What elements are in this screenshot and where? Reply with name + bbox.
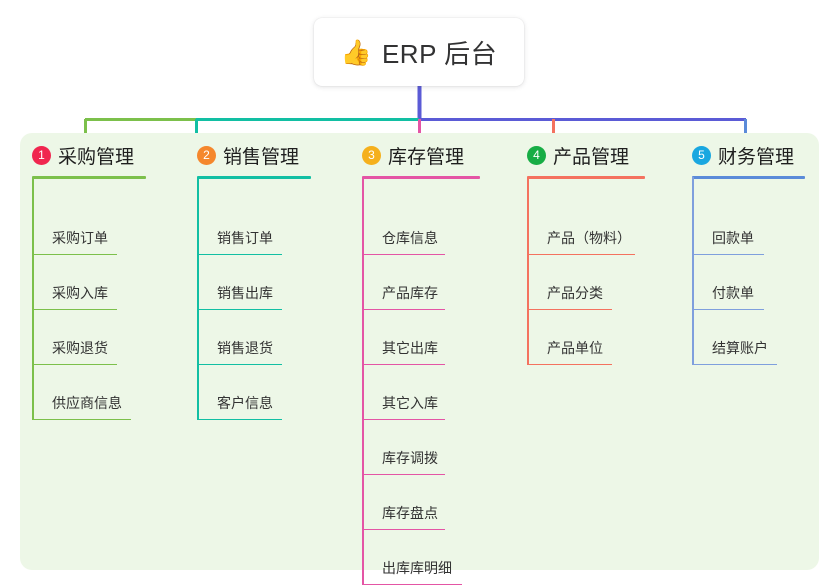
leaf-item[interactable]: 其它入库 bbox=[362, 388, 449, 420]
leaf-item[interactable]: 采购订单 bbox=[32, 223, 121, 255]
leaf-item-label: 销售退货 bbox=[217, 340, 273, 356]
leaf-item-underline bbox=[362, 363, 445, 365]
leaf-item[interactable]: 客户信息 bbox=[197, 388, 286, 420]
leaf-item-label: 供应商信息 bbox=[52, 395, 122, 411]
leaf-item-label: 产品单位 bbox=[547, 340, 603, 356]
leaf-item-label: 客户信息 bbox=[217, 395, 273, 411]
leaf-item-label: 结算账户 bbox=[712, 340, 768, 356]
page-title: ERP 后台 bbox=[381, 38, 498, 69]
leaf-item[interactable]: 产品库存 bbox=[362, 278, 449, 310]
leaf-item-label: 产品分类 bbox=[547, 285, 603, 301]
leaf-item-underline bbox=[197, 363, 282, 365]
column-spine bbox=[197, 177, 199, 420]
leaf-item[interactable]: 销售订单 bbox=[197, 223, 286, 255]
leaf-item-label: 出库库明细 bbox=[382, 560, 452, 576]
column-header-3[interactable]: 3 库存管理 bbox=[362, 142, 464, 169]
leaf-item-label: 销售订单 bbox=[217, 230, 273, 246]
column-underline bbox=[692, 176, 805, 179]
column-header-2[interactable]: 2 销售管理 bbox=[197, 142, 299, 169]
column-underline bbox=[32, 176, 146, 179]
thumbs-up-icon: 👍 bbox=[340, 38, 372, 67]
column-title: 财务管理 bbox=[718, 147, 795, 168]
leaf-item-underline bbox=[527, 253, 635, 255]
leaf-item-underline bbox=[692, 308, 764, 310]
leaf-item-underline bbox=[362, 418, 445, 420]
column-title: 产品管理 bbox=[553, 147, 630, 168]
column-spine bbox=[527, 177, 529, 365]
leaf-item[interactable]: 仓库信息 bbox=[362, 223, 449, 255]
leaf-item-underline bbox=[362, 473, 445, 475]
column-title: 采购管理 bbox=[58, 147, 135, 168]
column-badge-icon: 1 bbox=[32, 146, 51, 165]
column-spine bbox=[32, 177, 34, 420]
column-underline bbox=[197, 176, 311, 179]
leaf-item-label: 产品（物料） bbox=[547, 230, 631, 246]
leaf-item[interactable]: 库存盘点 bbox=[362, 498, 449, 530]
root-title-card[interactable]: 👍 ERP 后台 bbox=[314, 18, 524, 86]
column-title: 库存管理 bbox=[388, 147, 465, 168]
leaf-item-label: 库存盘点 bbox=[382, 505, 438, 521]
leaf-item-label: 回款单 bbox=[712, 230, 754, 246]
leaf-item-label: 仓库信息 bbox=[382, 230, 438, 246]
leaf-item-underline bbox=[32, 308, 117, 310]
leaf-item-label: 产品库存 bbox=[382, 285, 438, 301]
leaf-item-underline bbox=[692, 253, 764, 255]
column-spine bbox=[362, 177, 364, 585]
leaf-item[interactable]: 销售退货 bbox=[197, 333, 286, 365]
leaf-item[interactable]: 结算账户 bbox=[692, 333, 781, 365]
leaf-item-underline bbox=[362, 308, 445, 310]
leaf-item-label: 付款单 bbox=[712, 285, 754, 301]
leaf-item[interactable]: 产品单位 bbox=[527, 333, 616, 365]
leaf-item-underline bbox=[692, 363, 777, 365]
leaf-item-label: 库存调拨 bbox=[382, 450, 438, 466]
leaf-item-underline bbox=[362, 253, 445, 255]
leaf-item-label: 采购退货 bbox=[52, 340, 108, 356]
leaf-item-underline bbox=[362, 528, 445, 530]
leaf-item-label: 采购入库 bbox=[52, 285, 108, 301]
column-header-4[interactable]: 4 产品管理 bbox=[527, 142, 629, 169]
leaf-item-underline bbox=[527, 363, 612, 365]
leaf-item[interactable]: 销售出库 bbox=[197, 278, 286, 310]
column-badge-icon: 4 bbox=[527, 146, 546, 165]
leaf-item-underline bbox=[362, 583, 462, 585]
leaf-item[interactable]: 付款单 bbox=[692, 278, 768, 310]
leaf-item[interactable]: 回款单 bbox=[692, 223, 768, 255]
column-header-5[interactable]: 5 财务管理 bbox=[692, 142, 794, 169]
leaf-item[interactable]: 其它出库 bbox=[362, 333, 449, 365]
leaf-item[interactable]: 库存调拨 bbox=[362, 443, 449, 475]
leaf-item-label: 销售出库 bbox=[217, 285, 273, 301]
leaf-item-underline bbox=[197, 308, 282, 310]
leaf-item-label: 其它出库 bbox=[382, 340, 438, 356]
leaf-item[interactable]: 产品（物料） bbox=[527, 223, 639, 255]
column-badge-icon: 5 bbox=[692, 146, 711, 165]
leaf-item-underline bbox=[32, 363, 117, 365]
leaf-item-underline bbox=[197, 253, 282, 255]
leaf-item-label: 采购订单 bbox=[52, 230, 108, 246]
leaf-item-underline bbox=[197, 418, 282, 420]
leaf-item-label: 其它入库 bbox=[382, 395, 438, 411]
leaf-item-underline bbox=[32, 418, 131, 420]
content-panel: 1 采购管理采购订单采购入库采购退货供应商信息 2 销售管理销售订单销售出库销售退货客… bbox=[20, 133, 819, 585]
column-spine bbox=[692, 177, 694, 365]
leaf-item-underline bbox=[32, 253, 117, 255]
column-underline bbox=[362, 176, 480, 179]
column-underline bbox=[527, 176, 645, 179]
column-header-1[interactable]: 1 采购管理 bbox=[32, 142, 134, 169]
column-badge-icon: 3 bbox=[362, 146, 381, 165]
leaf-item[interactable]: 采购入库 bbox=[32, 278, 121, 310]
leaf-item-underline bbox=[527, 308, 612, 310]
leaf-item[interactable]: 采购退货 bbox=[32, 333, 121, 365]
leaf-item[interactable]: 供应商信息 bbox=[32, 388, 135, 420]
leaf-item[interactable]: 出库库明细 bbox=[362, 553, 466, 585]
leaf-item[interactable]: 产品分类 bbox=[527, 278, 616, 310]
column-title: 销售管理 bbox=[223, 147, 300, 168]
column-badge-icon: 2 bbox=[197, 146, 216, 165]
